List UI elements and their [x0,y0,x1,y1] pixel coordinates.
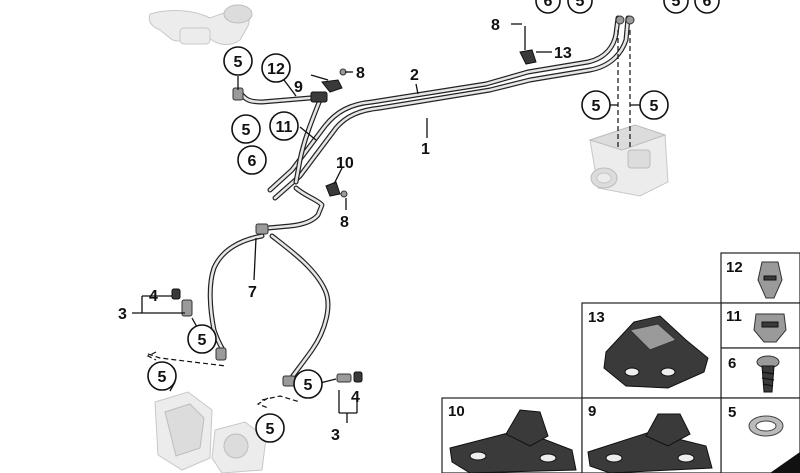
hardware-parts [171,15,635,387]
detail-box-12: 12 [720,252,800,304]
svg-text:5: 5 [576,0,585,10]
callout-8-top: 8 [356,65,365,82]
leader-lines [132,23,642,425]
svg-text:11: 11 [276,119,293,136]
svg-text:6: 6 [544,0,553,10]
svg-text:6: 6 [728,355,736,372]
callout-8-abs: 8 [491,17,500,34]
circled-callout-5-e: 5 [581,90,611,120]
circled-callout-5-i: 5 [293,369,323,399]
circled-callout-5-c: 5 [567,0,593,14]
detail-box-5: 5 [720,397,800,473]
svg-text:13: 13 [588,309,605,326]
brake-caliper-ghost-right [211,421,267,473]
brake-caliper-ghost-left [154,391,213,471]
circled-callout-5-d: 5 [663,0,689,14]
circled-callout-6-b: 6 [535,0,561,14]
circled-callout-5-j: 5 [255,413,285,443]
abs-unit-ghost [588,124,669,197]
circled-callout-5-g: 5 [187,324,217,354]
detail-box-13: 13 [581,302,722,399]
detail-box-9: 9 [581,397,722,473]
brake-pipes [207,15,631,383]
detail-boxes: 12 11 6 5 [441,252,800,473]
circled-callout-12: 12 [261,53,291,83]
circled-callout-6-a: 6 [237,145,267,175]
svg-text:11: 11 [726,308,742,325]
callout-8-mid: 8 [340,214,349,231]
detail-box-11: 11 [720,302,800,349]
svg-text:12: 12 [267,61,285,78]
svg-text:6: 6 [248,153,257,170]
svg-text:5: 5 [242,122,251,139]
svg-text:5: 5 [158,369,167,386]
svg-text:10: 10 [448,403,465,420]
svg-text:5: 5 [234,54,243,71]
svg-text:5: 5 [592,98,601,115]
circled-callout-6-c: 6 [694,0,720,14]
callout-9: 9 [294,79,303,96]
circled-callout-5-h: 5 [147,361,177,391]
detail-box-10: 10 [441,397,583,473]
callout-4-right: 4 [351,389,360,406]
callout-4-left: 4 [149,288,158,305]
callout-13: 13 [554,45,572,62]
plain-callouts: 2 1 9 8 8 13 10 8 7 4 3 4 3 [118,17,572,444]
svg-text:5: 5 [672,0,681,10]
svg-text:5: 5 [266,421,275,438]
callout-1: 1 [421,141,430,158]
callout-3-left: 3 [118,306,127,323]
detail-box-6: 6 [720,347,800,399]
callout-10: 10 [336,155,354,172]
circled-callout-11: 11 [269,111,299,141]
circled-callout-5-f: 5 [639,90,669,120]
circled-callouts: 5 12 5 11 6 6 5 5 [147,0,720,443]
circled-callout-5-b: 5 [231,114,261,144]
svg-text:9: 9 [588,403,596,420]
svg-text:6: 6 [703,0,712,10]
svg-text:12: 12 [726,259,743,276]
circled-callout-5-a: 5 [223,46,253,76]
callout-2: 2 [410,67,419,84]
svg-text:5: 5 [198,332,207,349]
master-cylinder-ghost [148,4,253,45]
callout-3-right: 3 [331,427,340,444]
callout-7: 7 [248,284,257,301]
svg-text:5: 5 [728,404,736,421]
svg-text:5: 5 [304,377,313,394]
svg-text:5: 5 [650,98,659,115]
